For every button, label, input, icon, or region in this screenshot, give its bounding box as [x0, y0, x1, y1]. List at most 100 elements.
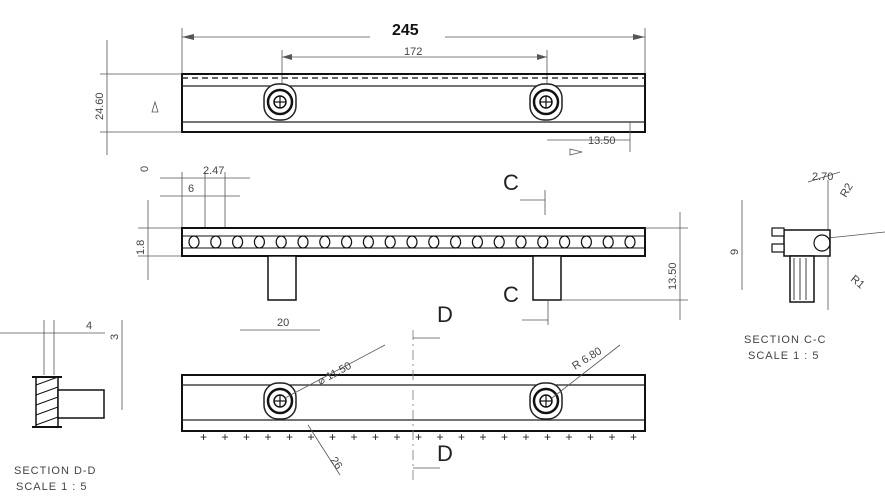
tooth-pin: +: [351, 430, 358, 444]
cc-r2-label: R1: [848, 273, 866, 291]
tooth-pin: +: [243, 430, 250, 444]
rail-tooth: [210, 235, 222, 249]
profile-height-label: 1.8: [135, 240, 147, 255]
leader-line: [551, 344, 621, 399]
rail-teeth: [188, 235, 636, 249]
tooth-pin: +: [480, 430, 487, 444]
bottom-view: +++++++++++++++++++++ ⌀ 11.50 R 6.80 26 …: [181, 302, 646, 480]
rail-tooth: [232, 235, 244, 249]
rail-tooth: [297, 235, 309, 249]
tooth-pin: +: [523, 430, 530, 444]
tooth-pin: +: [587, 430, 594, 444]
arrowhead: [633, 34, 645, 40]
mount-hole-right: [529, 83, 563, 121]
top-view: 245 172 24.60: [94, 22, 646, 156]
tooth-pin: +: [458, 430, 465, 444]
tooth-pin: +: [200, 430, 207, 444]
rail-body: [181, 73, 646, 133]
dimension-line: [807, 171, 841, 183]
arrowhead: [537, 54, 547, 60]
tooth-pin: +: [372, 430, 379, 444]
cc-profile: [783, 229, 831, 257]
rail-tooth: [624, 235, 636, 249]
rail-tooth: [253, 235, 265, 249]
section-c-upper: C: [503, 170, 519, 195]
pitch-a-label: 2.47: [203, 165, 224, 177]
rail-tooth: [537, 235, 549, 249]
leader-line: [827, 231, 885, 239]
arrowhead: [182, 34, 194, 40]
rail-tooth: [319, 235, 331, 249]
rail-tooth: [341, 235, 353, 249]
section-d-d-view: 4 3 SECTION D-D SCALE 1 : 5: [0, 320, 123, 493]
tooth-pin: +: [222, 430, 229, 444]
rail-tooth: [450, 235, 462, 249]
section-dd-scale: SCALE 1 : 5: [16, 481, 88, 493]
tooth-pin: +: [415, 430, 422, 444]
section-d-upper: D: [437, 302, 453, 327]
leader-line: [307, 424, 341, 476]
rail-tooth: [558, 235, 571, 249]
left-offset-label: 3: [109, 334, 121, 340]
radius-label: R 6.80: [570, 345, 604, 372]
dd-stem: [57, 389, 105, 419]
tooth-pin: +: [329, 430, 336, 444]
tooth-pins: + + + + + + + + + + + + + + + + + + + + +: [200, 430, 637, 444]
section-width-label: 4: [86, 320, 92, 332]
mount-hole-bottom-left: [263, 382, 297, 420]
section-cc-scale: SCALE 1 : 5: [748, 350, 820, 362]
section-c-lower: C: [503, 282, 519, 307]
angle-label: 26: [328, 455, 345, 472]
tooth-pin: +: [609, 430, 616, 444]
rail-tooth: [188, 235, 200, 249]
mount-hole-left: [263, 83, 297, 121]
hole-spacing-label: 172: [404, 46, 422, 58]
tooth-pin: +: [437, 430, 444, 444]
cc-r1-label: R2: [838, 181, 855, 199]
rail-tooth: [362, 235, 374, 249]
tooth-pin: +: [265, 430, 272, 444]
tooth-pin: +: [544, 430, 551, 444]
rail-tooth: [515, 235, 527, 249]
rail-tooth: [471, 235, 483, 249]
small-top-label: 0: [139, 166, 151, 172]
stem-depth-label: 13.50: [667, 262, 679, 290]
rail-tooth: [406, 235, 418, 249]
tooth-pin: +: [286, 430, 293, 444]
stem-left: [267, 255, 297, 301]
rail-tooth: [580, 235, 593, 249]
stem-width-label: 20: [277, 317, 289, 329]
tooth-pin: +: [394, 430, 401, 444]
rail-tooth: [275, 235, 287, 249]
tooth-pin: +: [566, 430, 573, 444]
tooth-pin: +: [501, 430, 508, 444]
offset-label: 13.50: [588, 135, 616, 147]
arrowhead: [569, 148, 583, 156]
rail-tooth: [384, 235, 396, 249]
toothed-rail: [181, 227, 646, 257]
arrowhead: [282, 54, 292, 60]
rail-tooth: [428, 235, 440, 249]
height-label: 24.60: [94, 92, 106, 120]
leader-line: [284, 344, 386, 399]
section-dd-title: SECTION D-D: [14, 465, 97, 477]
mount-hole-bottom-right: [529, 382, 563, 420]
tooth-pin: +: [630, 430, 637, 444]
tooth-pin: +: [308, 430, 315, 444]
section-d-lower: D: [437, 441, 453, 466]
overall-length-label: 245: [392, 22, 419, 39]
section-c-c-view: 2.70 R2 R1 9 SECTION C-C SCALE 1 : 5: [729, 171, 885, 362]
bore-label: ⌀ 11.50: [316, 360, 354, 388]
cc-height-label: 9: [729, 249, 741, 255]
pitch-b-label: 6: [188, 183, 194, 195]
rail-tooth: [602, 235, 614, 249]
rail-tooth: [493, 235, 505, 249]
section-cc-title: SECTION C-C: [744, 334, 827, 346]
dd-profile: [35, 376, 59, 428]
cc-width-label: 2.70: [812, 171, 833, 183]
stem-right: [532, 255, 562, 301]
rail-body-bottom: [181, 374, 646, 432]
arrowhead: [151, 100, 159, 113]
front-view: 0 2.47 6 1.8 13.50 20 C C: [135, 165, 688, 331]
